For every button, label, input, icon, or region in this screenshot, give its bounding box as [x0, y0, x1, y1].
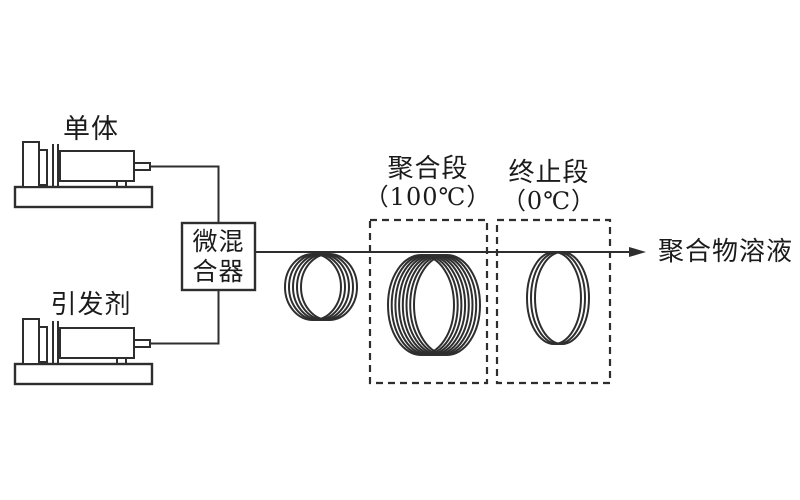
monomer-label: 单体 — [63, 114, 119, 145]
micromixer-label: 微混 合器 — [182, 227, 255, 287]
mixing-coil — [284, 253, 358, 321]
termination-zone-temperature: （0℃） — [501, 187, 597, 215]
monomer-feed-line — [150, 165, 220, 223]
polymerization-zone-label: 聚合段 （100℃） — [358, 155, 498, 211]
polymerization-zone-name: 聚合段 — [387, 154, 469, 184]
polymerization-zone-box — [368, 218, 489, 385]
polymerization-zone-temperature: （100℃） — [364, 183, 492, 211]
initiator-feed-line — [150, 290, 220, 345]
monomer-syringe-pump — [13, 140, 154, 209]
micromixer-label-line1: 微混 — [192, 227, 245, 256]
polymerization-coil — [387, 254, 481, 356]
micromixer-box — [180, 221, 257, 292]
micromixer-label-line2: 合器 — [192, 257, 245, 286]
termination-zone-name: 终止段 — [508, 158, 590, 188]
termination-zone-label: 终止段 （0℃） — [484, 159, 614, 215]
output-label: 聚合物溶液 — [658, 237, 794, 267]
initiator-label: 引发剂 — [50, 290, 132, 320]
initiator-syringe-pump — [13, 317, 154, 386]
flow-arrowhead-icon — [629, 247, 646, 257]
termination-zone-box — [495, 218, 612, 385]
termination-coil — [526, 251, 590, 345]
